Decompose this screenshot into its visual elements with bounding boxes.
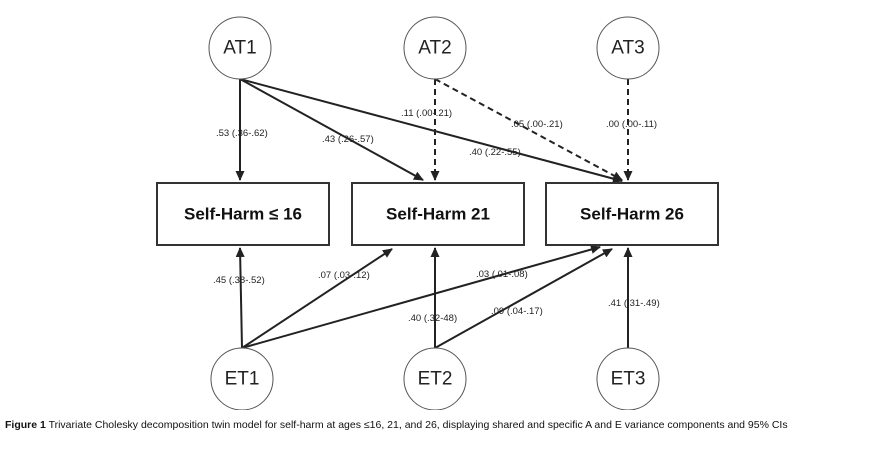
coefficient-labels: .53 (.36-.62) .43 (.26-.57) .40 (.22-.55… (213, 108, 660, 324)
coef-et2-sh26: .09 (.04-.17) (491, 306, 543, 317)
coef-at1-sh21: .43 (.26-.57) (322, 134, 374, 145)
node-et1: ET1 (210, 347, 274, 410)
path-at1-to-selfharm26 (239, 78, 623, 184)
node-selfharm16: Self-Harm ≤ 16 (156, 182, 330, 246)
cholesky-path-diagram: .53 (.36-.62) .43 (.26-.57) .40 (.22-.55… (156, 16, 719, 410)
path-et1-to-selfharm16 (235, 247, 245, 349)
coef-at2-sh21: .11 (.00-.21) (401, 108, 452, 119)
node-et1-label: ET1 (225, 369, 260, 390)
path-at2-to-selfharm26 (434, 78, 623, 181)
coef-et1-sh26: .03 (.01-.08) (476, 269, 528, 280)
coef-at3-sh26: .00 (.00-.11) (606, 119, 657, 130)
node-selfharm26-label: Self-Harm 26 (580, 205, 684, 224)
path-at1-to-selfharm21 (239, 78, 424, 181)
figure-caption-text: Trivariate Cholesky decomposition twin m… (48, 419, 788, 431)
path-et2-to-selfharm26 (434, 248, 613, 349)
node-at2: AT2 (403, 16, 467, 80)
coef-et1-sh16: .45 (.38-.52) (213, 275, 265, 286)
figure-number: Figure 1 (5, 419, 46, 431)
path-et1-to-selfharm26 (241, 245, 601, 349)
node-at3-label: AT3 (611, 38, 644, 59)
coef-et1-sh21: .07 (.03-.12) (318, 270, 370, 281)
node-et3: ET3 (596, 347, 660, 410)
node-selfharm21-label: Self-Harm 21 (386, 205, 490, 224)
node-at2-label: AT2 (418, 38, 451, 59)
path-lines (235, 78, 633, 349)
node-et2: ET2 (403, 347, 467, 410)
coef-et3-sh26: .41 (.31-.49) (608, 298, 660, 309)
coef-et2-sh21: .40 (.32-48) (408, 313, 457, 324)
coef-at1-sh16: .53 (.36-.62) (216, 128, 268, 139)
figure-caption: Figure 1 Trivariate Cholesky decompositi… (5, 418, 865, 432)
coef-at2-sh26: .05 (.00-.21) (511, 119, 563, 130)
node-selfharm16-label: Self-Harm ≤ 16 (184, 205, 302, 224)
node-at1-label: AT1 (223, 38, 256, 59)
node-selfharm21: Self-Harm 21 (351, 182, 525, 246)
node-selfharm26: Self-Harm 26 (545, 182, 719, 246)
node-et2-label: ET2 (418, 369, 453, 390)
node-et3-label: ET3 (611, 369, 646, 390)
coef-at1-sh26: .40 (.22-.55) (469, 147, 521, 158)
path-et1-to-selfharm21 (241, 248, 393, 349)
node-at3: AT3 (596, 16, 660, 80)
node-at1: AT1 (208, 16, 272, 80)
